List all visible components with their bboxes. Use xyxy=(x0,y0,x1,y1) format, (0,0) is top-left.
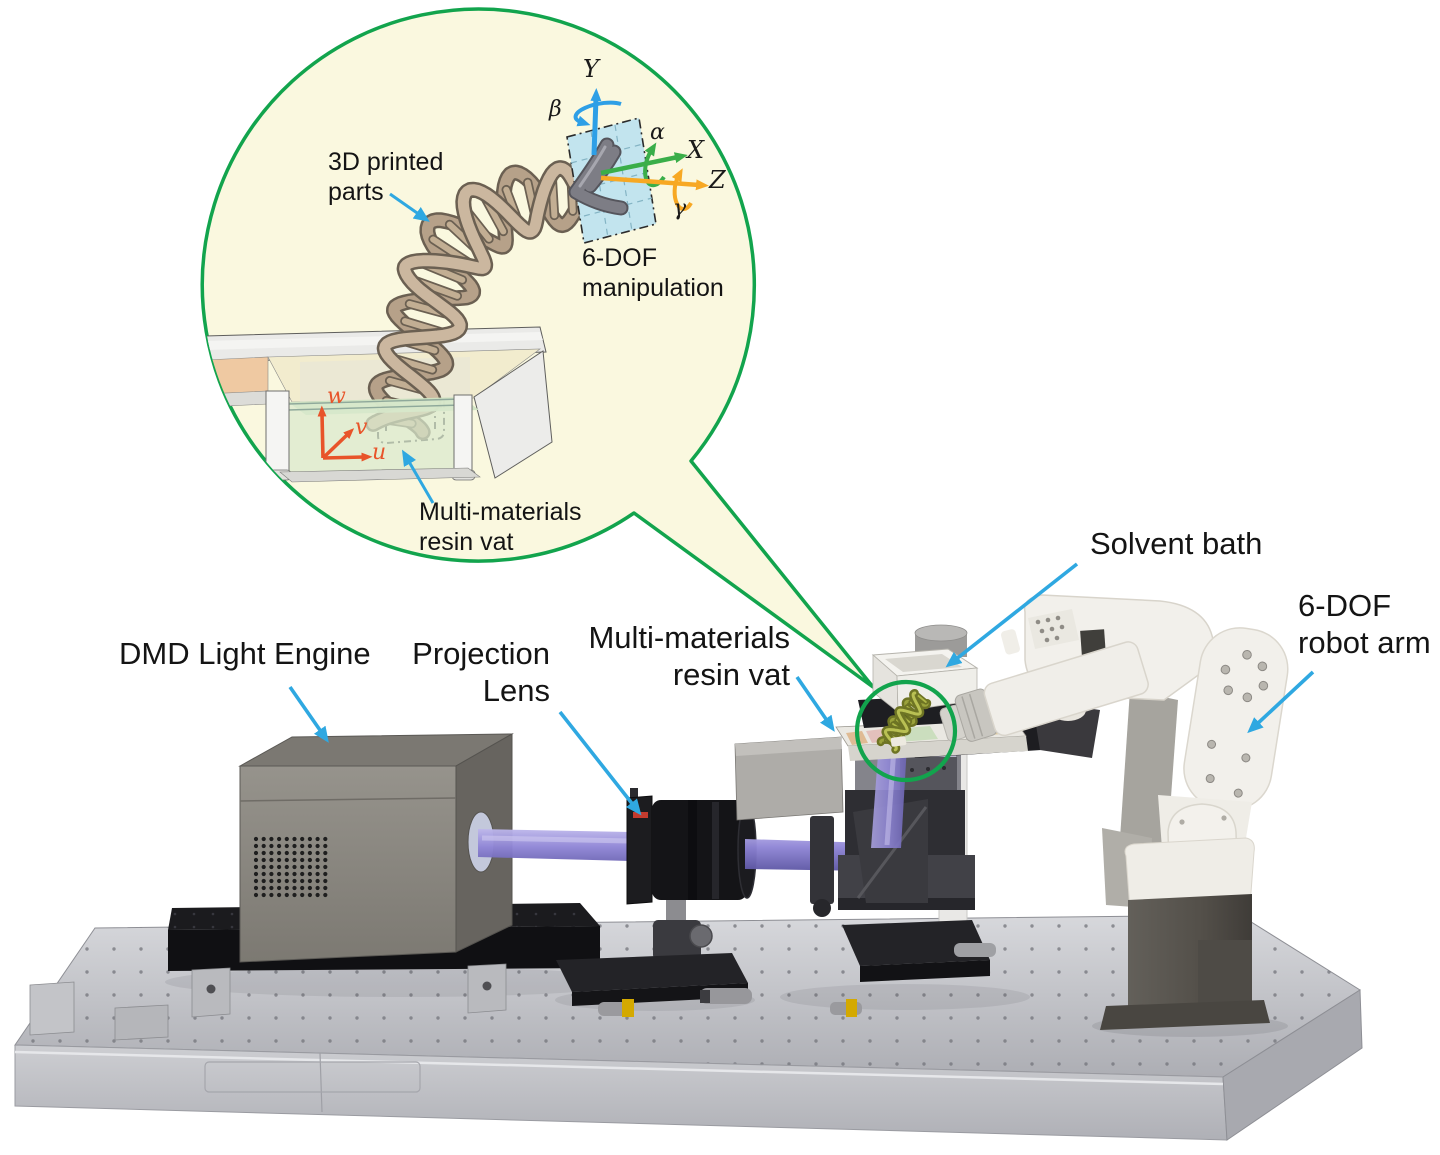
green-highlight-circle xyxy=(854,679,958,783)
lens-leader-arrow xyxy=(558,710,642,816)
axis-label-v: v xyxy=(355,415,368,440)
robot-arm xyxy=(939,594,1289,1030)
label-inset-resin-vat: Multi-materials resin vat xyxy=(419,498,582,556)
xyz-axes xyxy=(573,88,709,211)
axis-label-alpha: α xyxy=(650,120,665,145)
uv-beam-vertical xyxy=(871,741,907,848)
inset-callout-bubble xyxy=(200,7,875,689)
dmd-leader-arrow xyxy=(288,685,329,743)
annotations xyxy=(288,192,1315,816)
axis-label-x: X xyxy=(687,136,705,164)
axis-label-w: w xyxy=(327,384,346,409)
dmd-vent-grid xyxy=(253,836,328,898)
solvent-leader-arrow xyxy=(945,562,1079,668)
robot-leader-arrow xyxy=(1247,670,1315,734)
uv-beam-horizontal xyxy=(478,829,631,861)
label-3d-printed-parts: 3D printed parts xyxy=(328,148,444,206)
label-6dof-manipulation: 6-DOF manipulation xyxy=(582,244,724,302)
printed-parts-leader-arrow xyxy=(389,192,430,222)
inset-vat-leader-arrow xyxy=(401,449,435,504)
label-resin-vat: Multi-materials resin vat xyxy=(588,620,790,692)
axis-label-u: u xyxy=(372,440,387,465)
label-robot-arm: 6-DOF robot arm xyxy=(1298,588,1431,660)
label-projection-lens: Projection Lens xyxy=(412,636,550,708)
print-station xyxy=(734,624,1072,1017)
label-dmd-light-engine: DMD Light Engine xyxy=(119,636,371,671)
turning-mirror xyxy=(853,799,928,903)
axis-label-gamma: γ xyxy=(673,196,687,221)
axis-label-y: Y xyxy=(583,55,599,83)
uvw-axes xyxy=(317,405,373,462)
inset-vat-front-glass xyxy=(262,390,481,483)
dmd-light-engine xyxy=(238,733,514,963)
projection-lens xyxy=(556,788,757,1017)
shield-panel xyxy=(734,736,844,917)
label-solvent-bath: Solvent bath xyxy=(1090,526,1263,561)
vat-leader-arrow xyxy=(795,675,835,732)
axis-label-beta: β xyxy=(549,97,562,122)
axis-label-z: Z xyxy=(709,166,726,194)
